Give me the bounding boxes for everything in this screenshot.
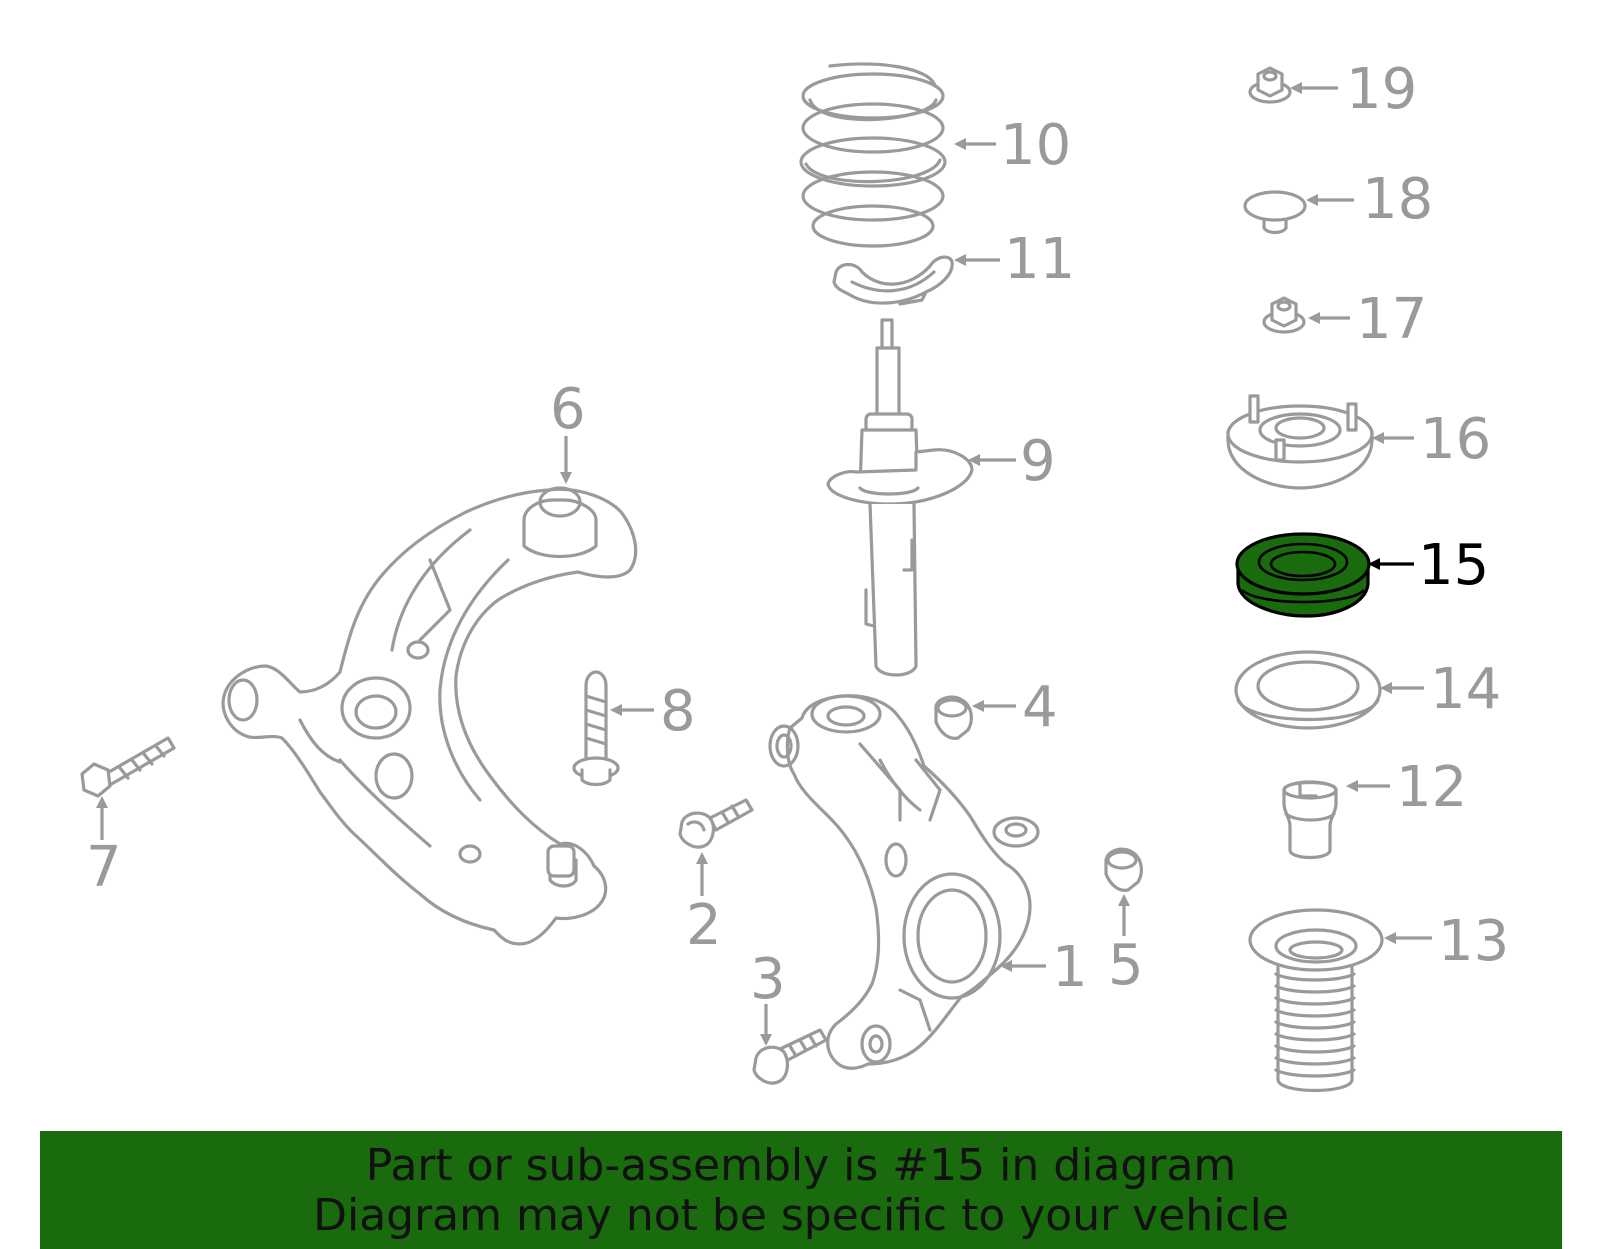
callout-17: 17 xyxy=(1356,287,1427,352)
callout-10: 10 xyxy=(1000,113,1071,178)
part-15-bearing-highlighted[interactable] xyxy=(1235,532,1371,618)
callout-9: 9 xyxy=(1020,429,1056,494)
part-16-strut-mount[interactable] xyxy=(1226,394,1374,490)
callout-6: 6 xyxy=(550,377,586,442)
part-1-knuckle[interactable] xyxy=(768,694,1040,1070)
callout-15: 15 xyxy=(1418,533,1489,598)
callout-8: 8 xyxy=(660,679,696,744)
part-13-dust-boot[interactable] xyxy=(1248,908,1384,1093)
part-18-cap[interactable] xyxy=(1243,190,1307,235)
part-11-spring-seat[interactable] xyxy=(832,255,954,306)
callout-13: 13 xyxy=(1438,909,1509,974)
part-10-coil-spring[interactable] xyxy=(799,62,947,248)
callout-12: 12 xyxy=(1396,755,1467,820)
part-17-nut[interactable] xyxy=(1262,296,1306,334)
info-banner: Part or sub-assembly is #15 in diagram D… xyxy=(40,1131,1562,1249)
leader-lines xyxy=(96,82,1432,1046)
part-9-strut[interactable] xyxy=(826,318,974,677)
part-5-nut[interactable] xyxy=(1104,847,1143,892)
part-8-stud[interactable] xyxy=(572,670,620,787)
callout-3: 3 xyxy=(750,947,786,1012)
callout-5: 5 xyxy=(1108,933,1144,998)
part-4-nut[interactable] xyxy=(934,695,973,740)
callout-7: 7 xyxy=(86,835,122,900)
part-12-bump-stop[interactable] xyxy=(1282,780,1338,860)
callout-4: 4 xyxy=(1022,675,1058,740)
callout-16: 16 xyxy=(1420,407,1491,472)
callout-1: 1 xyxy=(1052,935,1088,1000)
callout-11: 11 xyxy=(1004,227,1075,292)
callout-2: 2 xyxy=(686,893,722,958)
part-6-control-arm[interactable] xyxy=(221,486,638,946)
part-3-bolt[interactable] xyxy=(752,1028,828,1085)
callout-19: 19 xyxy=(1346,57,1417,122)
part-19-flange-nut[interactable] xyxy=(1248,66,1292,104)
banner-line-1: Part or sub-assembly is #15 in diagram xyxy=(365,1140,1237,1191)
callout-labels: 19 18 17 16 15 14 12 13 10 11 9 6 8 4 1 … xyxy=(86,57,1509,1012)
callout-18: 18 xyxy=(1362,167,1433,232)
part-2-bolt[interactable] xyxy=(678,798,754,849)
callout-14: 14 xyxy=(1430,657,1501,722)
banner-line-2: Diagram may not be specific to your vehi… xyxy=(313,1190,1289,1241)
part-7-bolt[interactable] xyxy=(80,736,176,798)
part-14-seat[interactable] xyxy=(1234,650,1382,730)
